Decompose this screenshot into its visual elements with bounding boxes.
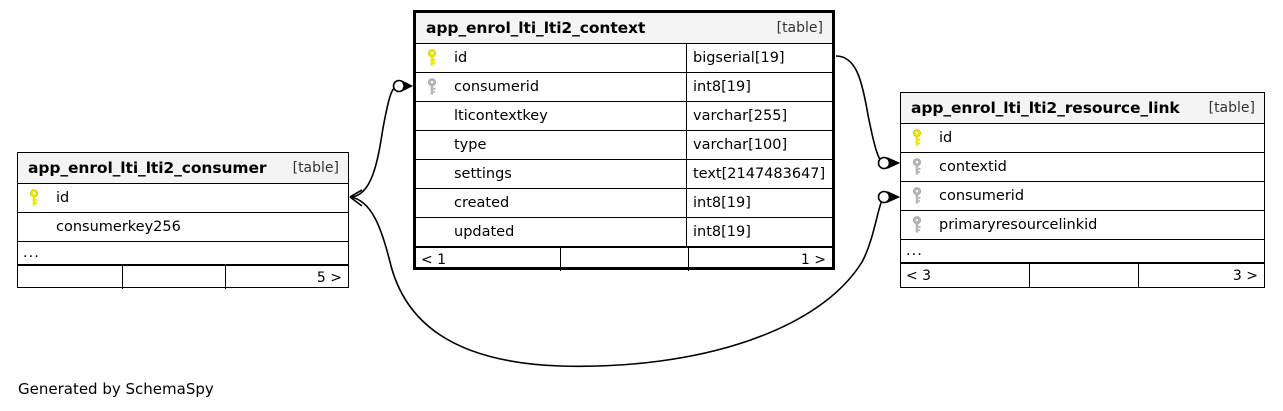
- optional-marker-resourcelink-contextid: [877, 156, 891, 170]
- table-type-tag: [table]: [776, 20, 823, 36]
- footer-children-count: 1 >: [800, 251, 826, 268]
- column-cell: created: [416, 189, 686, 217]
- primary-key-icon: [424, 49, 452, 67]
- primary-key-icon: [909, 129, 937, 147]
- column-name: primaryresourcelinkid: [939, 217, 1098, 233]
- column-name: id: [454, 50, 468, 66]
- crowsfoot-consumer-upper: [349, 189, 363, 198]
- table-row[interactable]: settings text[2147483647]: [416, 160, 832, 189]
- column-name: id: [56, 190, 70, 206]
- column-type: varchar[100]: [686, 131, 832, 159]
- footer-middle: [122, 266, 226, 289]
- table-row[interactable]: id: [18, 184, 348, 213]
- column-name: id: [939, 130, 953, 146]
- more-columns-indicator: ...: [901, 240, 1264, 263]
- arrow-context-consumerid: [401, 79, 414, 93]
- footer-parents-count: < 3: [906, 267, 932, 284]
- column-name: settings: [454, 166, 512, 182]
- footer-middle: [560, 248, 689, 271]
- table-row[interactable]: type varchar[100]: [416, 131, 832, 160]
- footer-parents-count: < 1: [421, 251, 447, 268]
- arrow-resourcelink-contextid: [887, 157, 901, 169]
- table-row[interactable]: consumerid int8[19]: [416, 73, 832, 102]
- table-row[interactable]: primaryresourcelinkid: [901, 211, 1264, 240]
- column-type: text[2147483647]: [686, 160, 832, 188]
- crowsfoot-consumer-lower: [349, 196, 363, 207]
- column-cell: id: [18, 184, 348, 212]
- table-row[interactable]: contextid: [901, 153, 1264, 182]
- column-cell: updated: [416, 218, 686, 246]
- table-header: app_enrol_lti_lti2_consumer [table]: [18, 153, 348, 184]
- footer-children-count: 3 >: [1232, 267, 1258, 284]
- column-type: int8[19]: [686, 73, 832, 101]
- column-cell: consumerkey256: [18, 213, 348, 241]
- column-cell: consumerid: [416, 73, 686, 101]
- foreign-key-icon: [424, 78, 452, 96]
- table-row[interactable]: consumerid: [901, 182, 1264, 211]
- foreign-key-icon: [909, 187, 937, 205]
- table-app_enrol_lti_lti2_context[interactable]: app_enrol_lti_lti2_context [table] id bi…: [413, 10, 835, 271]
- table-type-tag: [table]: [292, 160, 339, 176]
- table-footer: < 1 1 >: [416, 247, 832, 271]
- arrow-resourcelink-consumerid: [887, 191, 901, 203]
- table-header: app_enrol_lti_lti2_resource_link [table]: [901, 93, 1264, 124]
- table-row[interactable]: lticontextkey varchar[255]: [416, 102, 832, 131]
- column-name: consumerkey256: [56, 219, 181, 235]
- edge-consumer-to-context: [349, 85, 399, 198]
- footer-middle: [1029, 264, 1139, 287]
- column-cell: id: [901, 124, 1264, 152]
- column-cell: settings: [416, 160, 686, 188]
- footer-parents-count: [18, 266, 122, 289]
- column-cell: type: [416, 131, 686, 159]
- more-columns-indicator: ...: [18, 242, 348, 265]
- table-app_enrol_lti_lti2_consumer[interactable]: app_enrol_lti_lti2_consumer [table] id: [17, 152, 349, 289]
- table-row[interactable]: id bigserial[19]: [416, 44, 832, 73]
- table-row[interactable]: id: [901, 124, 1264, 153]
- table-header: app_enrol_lti_lti2_context [table]: [416, 13, 832, 44]
- foreign-key-icon: [909, 216, 937, 234]
- table-row[interactable]: created int8[19]: [416, 189, 832, 218]
- edge-context-to-resourcelink: [835, 55, 884, 164]
- column-name: created: [454, 195, 510, 211]
- column-type: bigserial[19]: [686, 44, 832, 72]
- column-cell: contextid: [901, 153, 1264, 181]
- column-name: consumerid: [454, 79, 540, 95]
- column-type: int8[19]: [686, 189, 832, 217]
- optional-marker-context-consumerid: [392, 79, 406, 93]
- table-footer: < 3 3 >: [901, 263, 1264, 287]
- column-cell: lticontextkey: [416, 102, 686, 130]
- primary-key-icon: [26, 189, 54, 207]
- column-cell: consumerid: [901, 182, 1264, 210]
- table-title: app_enrol_lti_lti2_consumer: [28, 159, 267, 177]
- column-name: contextid: [939, 159, 1007, 175]
- column-type: varchar[255]: [686, 102, 832, 130]
- optional-marker-resourcelink-consumerid: [877, 190, 891, 204]
- table-row[interactable]: updated int8[19]: [416, 218, 832, 247]
- column-name: type: [454, 137, 487, 153]
- table-footer: 5 >: [18, 265, 348, 289]
- column-name: consumerid: [939, 188, 1025, 204]
- generated-by-credit: Generated by SchemaSpy: [18, 380, 214, 398]
- table-type-tag: [table]: [1208, 100, 1255, 116]
- footer-children-count: 5 >: [316, 269, 342, 286]
- column-name: lticontextkey: [454, 108, 548, 124]
- column-cell: primaryresourcelinkid: [901, 211, 1264, 239]
- column-name: updated: [454, 224, 515, 240]
- table-app_enrol_lti_lti2_resource_link[interactable]: app_enrol_lti_lti2_resource_link [table]…: [900, 92, 1265, 288]
- table-row[interactable]: consumerkey256: [18, 213, 348, 242]
- column-cell: id: [416, 44, 686, 72]
- column-type: int8[19]: [686, 218, 832, 246]
- table-title: app_enrol_lti_lti2_context: [426, 19, 646, 37]
- table-title: app_enrol_lti_lti2_resource_link: [911, 99, 1180, 117]
- foreign-key-icon: [909, 158, 937, 176]
